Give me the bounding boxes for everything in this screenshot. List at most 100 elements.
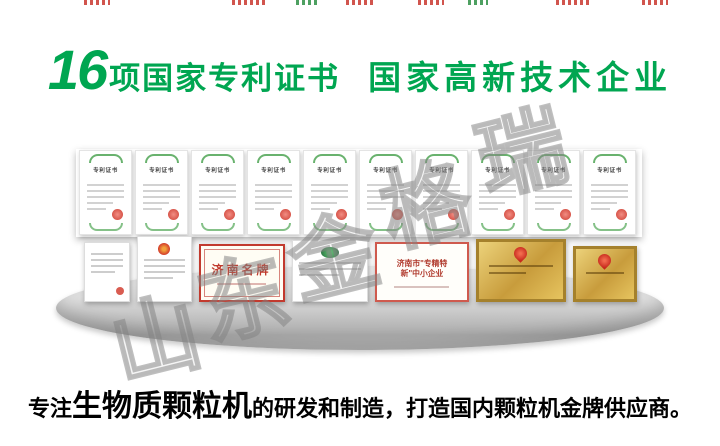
- slogan-suffix: 的研发和制造，打造国内颗粒机金牌供应商。: [252, 396, 693, 421]
- certificate-text-lines: [584, 179, 635, 210]
- red-seal-icon: [392, 209, 403, 220]
- cropped-text-fragment: [84, 0, 110, 5]
- flame-emblem-icon: [595, 251, 614, 270]
- certificate-text-lines: [360, 179, 411, 210]
- cropped-text-fragment: [418, 0, 444, 5]
- laurel-top-icon: [424, 154, 459, 163]
- flame-emblem-icon: [511, 244, 530, 263]
- footer-slogan: 专注生物质颗粒机的研发和制造，打造国内颗粒机金牌供应商。: [0, 381, 720, 425]
- red-seal-icon: [224, 209, 235, 220]
- cropped-text-fragment: [296, 0, 318, 5]
- certificate-title: 专利证书: [541, 167, 566, 174]
- patent-certificate: 专利证书: [303, 150, 356, 235]
- patent-certificate: 专利证书: [247, 150, 300, 235]
- specialized-sme-certificate: 济南市"专精特新"中小企业: [374, 242, 469, 302]
- certificate-subtitle-line: [216, 283, 267, 285]
- slogan-prefix: 专注: [27, 396, 72, 421]
- laurel-top-icon: [256, 154, 291, 163]
- red-seal-icon: [112, 209, 123, 220]
- top-crop-strip: [0, 0, 720, 8]
- laurel-top-icon: [592, 154, 627, 163]
- red-seal-icon: [616, 209, 627, 220]
- headline: 16 项国家专利证书 国家高新技术企业: [0, 42, 720, 99]
- certificate-title: 专利证书: [485, 167, 510, 174]
- certificate-title: 专利证书: [261, 167, 286, 174]
- patent-certificate: 专利证书: [415, 150, 468, 235]
- gold-plaque: [572, 246, 637, 302]
- laurel-bottom-icon: [592, 223, 627, 231]
- slogan-highlight: 生物质颗粒机: [72, 390, 252, 423]
- patent-certificate: 专利证书: [583, 150, 636, 235]
- red-seal-icon: [504, 209, 515, 220]
- laurel-top-icon: [88, 154, 123, 163]
- patent-certificate: 专利证书: [79, 150, 132, 235]
- cropped-text-fragment: [232, 0, 266, 5]
- laurel-bottom-icon: [256, 223, 291, 231]
- red-seal-icon: [115, 287, 124, 295]
- jinan-brand-certificate: 济南名牌: [198, 244, 285, 302]
- certificate-text-lines: [472, 179, 523, 210]
- patent-certificate: 专利证书: [191, 150, 244, 235]
- patent-certificate: 专利证书: [471, 150, 524, 235]
- cropped-text-fragment: [556, 0, 590, 5]
- national-emblem-icon: [158, 243, 170, 255]
- laurel-bottom-icon: [200, 223, 235, 231]
- document-text-lines: [293, 262, 367, 276]
- patent-certificate: 专利证书: [527, 150, 580, 235]
- cropped-text-fragment: [642, 0, 668, 5]
- laurel-top-icon: [200, 154, 235, 163]
- certificate-title: 专利证书: [597, 167, 622, 174]
- laurel-bottom-icon: [144, 223, 179, 231]
- gold-plaque: [475, 239, 566, 302]
- document-text-lines: [85, 253, 129, 273]
- certificate-text-lines: [192, 179, 243, 210]
- certificate-text-lines: [80, 179, 131, 210]
- laurel-top-icon: [144, 154, 179, 163]
- red-seal-icon: [448, 209, 459, 220]
- patent-count: 16: [47, 38, 108, 101]
- certificate-text-lines: [304, 179, 355, 210]
- laurel-bottom-icon: [480, 223, 515, 231]
- cropped-text-fragment: [468, 0, 488, 5]
- green-emblem-icon: [320, 247, 339, 258]
- hitech-headline-label: 国家高新技术企业: [368, 59, 673, 96]
- patent-certificate-row: 专利证书 专利证书 专利证书 专利证书 专利证书: [79, 150, 636, 235]
- license-document: [83, 242, 130, 302]
- certificate-title: 专利证书: [373, 167, 398, 174]
- laurel-bottom-icon: [368, 223, 403, 231]
- certificate-subtitle-line: [393, 285, 450, 288]
- laurel-bottom-icon: [424, 223, 459, 231]
- honor-row: 济南名牌 济南市"专精特新"中小企业: [0, 232, 720, 302]
- certificate-title: 专利证书: [429, 167, 454, 174]
- certificate-text-lines: [136, 179, 187, 210]
- red-seal-icon: [560, 209, 571, 220]
- plaque-text-lines: [479, 265, 563, 274]
- certificate-text-lines: [248, 179, 299, 210]
- certificate-title: 专利证书: [149, 167, 174, 174]
- laurel-top-icon: [368, 154, 403, 163]
- certificate-title: 专利证书: [205, 167, 230, 174]
- patent-certificate: 专利证书: [135, 150, 188, 235]
- red-seal-icon: [336, 209, 347, 220]
- jinan-brand-title: 济南名牌: [211, 263, 272, 277]
- laurel-top-icon: [536, 154, 571, 163]
- red-seal-icon: [280, 209, 291, 220]
- laurel-bottom-icon: [88, 223, 123, 231]
- certificate-text-lines: [416, 179, 467, 210]
- laurel-top-icon: [480, 154, 515, 163]
- patent-certificate: 专利证书: [359, 150, 412, 235]
- plaque-text-lines: [576, 272, 634, 274]
- certificate-text-lines: [528, 179, 579, 210]
- certificate-title: 专利证书: [93, 167, 118, 174]
- honor-certificate: [291, 240, 368, 302]
- specialized-sme-title: 济南市"专精特新"中小企业: [396, 259, 447, 278]
- patent-headline-label: 项国家专利证书: [109, 61, 341, 96]
- red-seal-icon: [168, 209, 179, 220]
- business-license: [136, 236, 192, 302]
- cropped-text-fragment: [346, 0, 376, 5]
- document-text-lines: [138, 259, 191, 279]
- laurel-bottom-icon: [536, 223, 571, 231]
- laurel-bottom-icon: [312, 223, 347, 231]
- certificate-title: 专利证书: [317, 167, 342, 174]
